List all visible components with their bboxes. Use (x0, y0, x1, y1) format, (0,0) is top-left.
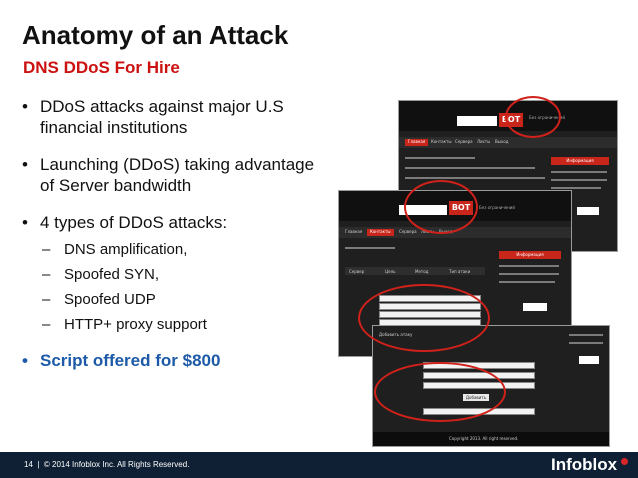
highlight-circle (374, 362, 506, 422)
info-panel-header: Информация (499, 251, 561, 259)
slide-footer: 14 | © 2014 Infoblox Inc. All Rights Res… (0, 452, 638, 478)
nav-bar: Главная Контакты Сервера Листы Выход (399, 137, 617, 148)
slide-subtitle: DNS DDoS For Hire (23, 58, 180, 77)
text-line (499, 273, 559, 275)
nav-item-servers[interactable]: Сервера (455, 139, 473, 144)
highlight-circle (404, 180, 478, 234)
redacted-bar (523, 303, 547, 311)
infoblox-logo: Infoblox (551, 455, 618, 474)
bullet-item: • 4 types of DDoS attacks: (22, 213, 228, 232)
bullet-item: • Launching (DDoS) taking advantage of S… (22, 155, 315, 195)
nav-item-contacts[interactable]: Контакты (367, 229, 394, 236)
sub-bullet-item: – Spoofed SYN, (42, 266, 160, 283)
bullet-item: • DDoS attacks against major U.S financi… (22, 97, 284, 137)
text-line (499, 281, 555, 283)
highlight-circle (358, 284, 490, 352)
logo-dot-icon (621, 458, 628, 465)
text-line (405, 167, 535, 169)
sub-bullet-item: – Spoofed UDP (42, 291, 156, 308)
nav-item-home[interactable]: Главная (345, 229, 363, 234)
redacted-bar (579, 356, 599, 364)
price-highlight: • Script offered for $800 (22, 351, 221, 370)
nav-item-contacts[interactable]: Контакты (431, 139, 452, 144)
text-line (345, 247, 395, 249)
info-panel-header: Информация (551, 157, 609, 165)
text-line (551, 171, 607, 173)
redacted-bar (577, 207, 599, 215)
text-line (405, 177, 545, 179)
bullet-list: • DDoS attacks against major U.S financi… (22, 96, 332, 387)
nav-item-servers[interactable]: Сервера (399, 229, 417, 234)
slide-title: Anatomy of an Attack (22, 20, 289, 50)
redacted-bar (457, 116, 497, 126)
nav-item-logout[interactable]: Выход (495, 139, 509, 144)
tagline: Без ограничений (479, 205, 515, 210)
sub-bullet-item: – HTTP+ proxy support (42, 316, 207, 333)
nav-item-lists[interactable]: Листы (477, 139, 491, 144)
text-line (405, 157, 475, 159)
sub-bullet-item: – DNS amplification, (42, 241, 188, 258)
text-line (551, 187, 601, 189)
text-line (551, 179, 607, 181)
footer-text: 14 | © 2014 Infoblox Inc. All Rights Res… (24, 460, 190, 469)
attack-table-header: Сервер Цель Метод Тип атаки (345, 267, 485, 275)
screenshot-footer: Copyright 2013. All right reserved. (373, 432, 609, 446)
highlight-circle (505, 96, 561, 138)
nav-item-home[interactable]: Главная (405, 139, 429, 146)
text-line (499, 265, 559, 267)
text-line (569, 342, 603, 344)
attack-type-list: – DNS amplification, – Spoofed SYN, – Sp… (22, 241, 332, 334)
text-line (569, 334, 603, 336)
